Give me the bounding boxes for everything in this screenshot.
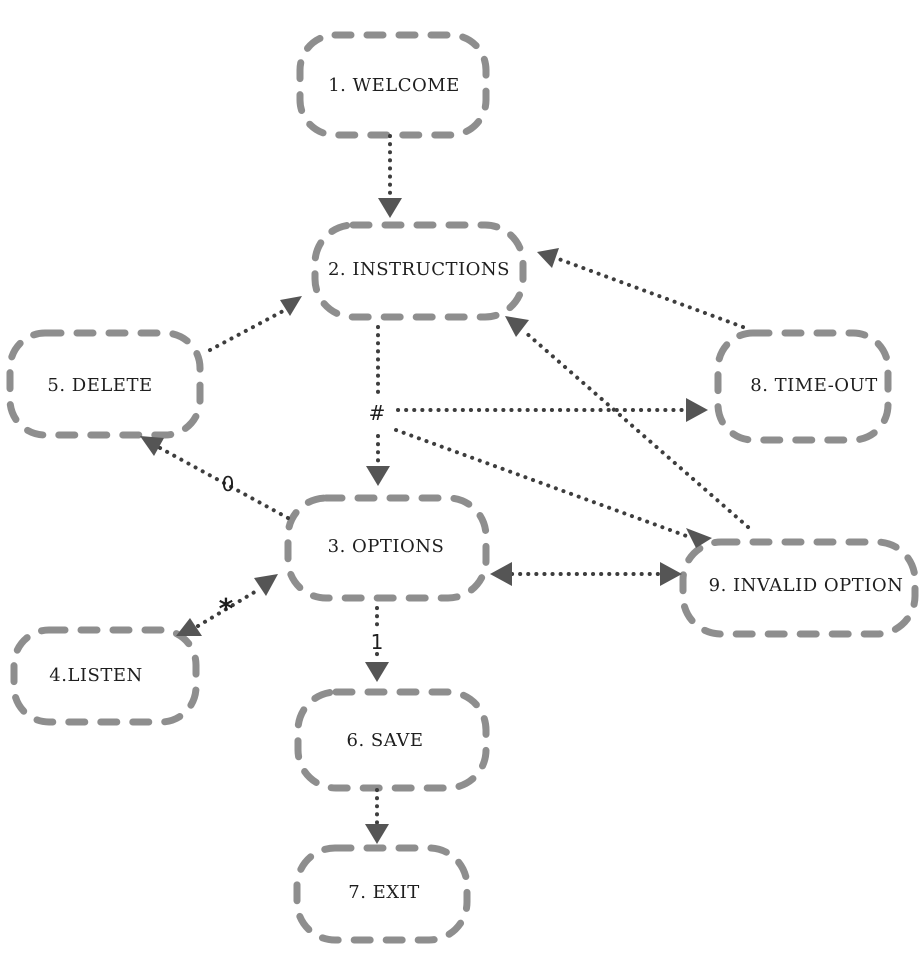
edge-welcome-to-instructions — [378, 134, 402, 218]
node-welcome: 1. WELCOME — [296, 31, 490, 139]
node-options-border — [284, 494, 490, 602]
edge-label-hash: # — [369, 401, 386, 425]
arrow-head-icon — [490, 562, 512, 586]
edge-hash-to-options — [366, 434, 390, 486]
node-listen-label: 4.LISTEN — [49, 665, 142, 686]
arrow-head-icon — [280, 296, 302, 316]
arrow-head-icon — [686, 398, 708, 422]
node-timeout-border — [714, 329, 892, 444]
node-listen-border — [10, 626, 200, 726]
arrow-head-icon — [366, 466, 390, 486]
node-save-label: 6. SAVE — [347, 730, 424, 751]
edge-options-to-delete — [140, 436, 290, 520]
node-timeout: 8. TIME-OUT — [714, 329, 892, 444]
edge-timeout-to-instructions-line — [554, 256, 745, 329]
node-save-border — [294, 688, 490, 792]
edge-hash-to-invalid-line — [394, 428, 694, 540]
edge-invalid-to-instructions — [505, 316, 750, 529]
edge-options-listen-bidirectional — [176, 574, 278, 636]
arrow-head-icon — [176, 618, 202, 636]
arrow-head-icon — [365, 824, 389, 844]
edge-save-to-exit — [365, 788, 389, 844]
node-save: 6. SAVE — [294, 688, 490, 792]
edge-options-listen-line — [196, 588, 260, 628]
arrow-head-icon — [505, 316, 529, 337]
arrow-head-icon — [660, 562, 682, 586]
node-options: 3. OPTIONS — [284, 494, 490, 602]
edge-hash-to-timeout — [396, 398, 708, 422]
edge-delete-to-instructions-line — [208, 308, 287, 352]
edge-options-to-delete-line — [158, 446, 290, 520]
node-delete: 5. DELETE — [6, 329, 204, 439]
node-listen: 4.LISTEN — [10, 626, 200, 726]
node-exit-border — [293, 844, 471, 944]
edge-options-invalid-bidirectional — [490, 562, 682, 586]
arrow-head-icon — [365, 662, 389, 682]
edge-label-one: 1 — [371, 630, 384, 654]
node-timeout-label: 8. TIME-OUT — [750, 375, 877, 396]
node-invalid-option: 9. INVALID OPTION — [679, 538, 919, 638]
arrow-head-icon — [537, 248, 559, 268]
node-invalid-option-label: 9. INVALID OPTION — [709, 575, 904, 596]
edge-options-to-save — [365, 606, 389, 682]
node-exit-label: 7. EXIT — [348, 882, 419, 903]
edge-delete-to-instructions — [208, 296, 302, 352]
arrow-head-icon — [254, 574, 278, 596]
node-instructions: 2. INSTRUCTIONS — [311, 221, 527, 321]
arrow-head-icon — [378, 198, 402, 218]
edge-timeout-to-instructions — [537, 248, 745, 329]
edge-invalid-to-instructions-line — [523, 330, 750, 529]
arrow-head-icon — [140, 436, 164, 456]
node-instructions-label: 2. INSTRUCTIONS — [328, 259, 510, 280]
edge-label-zero: 0 — [222, 472, 235, 496]
node-invalid-option-border — [679, 538, 919, 638]
node-instructions-border — [311, 221, 527, 321]
node-delete-label: 5. DELETE — [47, 375, 152, 396]
edge-hash-to-invalid — [394, 428, 712, 548]
node-exit: 7. EXIT — [293, 844, 471, 944]
node-welcome-label: 1. WELCOME — [328, 75, 460, 96]
node-options-label: 3. OPTIONS — [328, 536, 445, 557]
node-delete-border — [6, 329, 204, 439]
arrow-head-icon — [686, 528, 712, 548]
edge-label-star: * — [219, 592, 234, 625]
